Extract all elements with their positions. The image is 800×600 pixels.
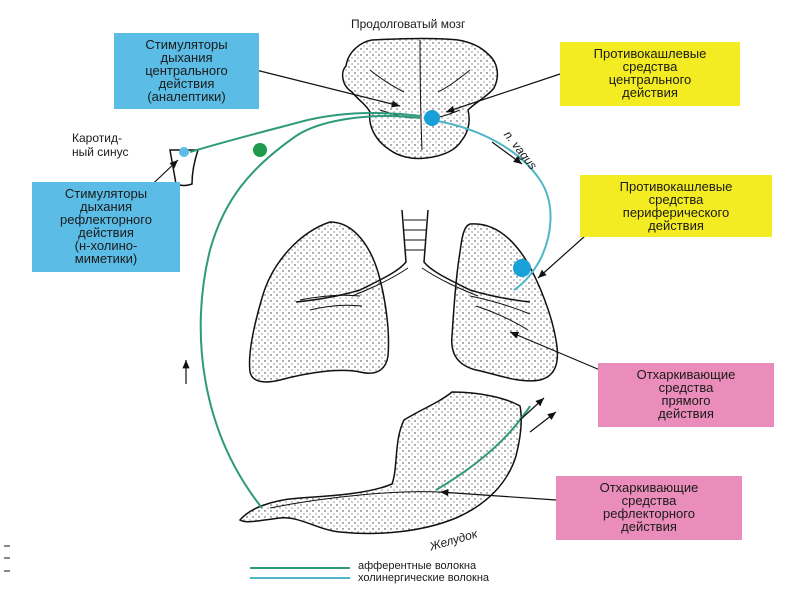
carotid-label-line2: ный синус — [72, 145, 129, 159]
stomach-fiber — [435, 405, 531, 491]
box-line: периферического — [622, 205, 730, 220]
afferent-node — [253, 143, 267, 157]
legend-afferent-label: афферентные волокна — [358, 560, 477, 572]
arrow-central-stimulants — [255, 69, 401, 108]
box-line: действия — [658, 406, 714, 421]
box-line: Противокашлевые — [593, 46, 707, 61]
central-antitussives-box: Противокашлевые средства центрального де… — [560, 42, 740, 106]
box-line: рефлекторного — [60, 212, 152, 227]
arrow-direct-expectorants — [509, 331, 601, 371]
box-line: центрального — [145, 63, 228, 78]
arrow-central-antitussives — [445, 73, 561, 113]
reflex-stimulants-box: Стимуляторы дыхания рефлекторного действ… — [32, 182, 180, 272]
box-line: действия — [622, 85, 678, 100]
box-line: действия — [621, 519, 677, 534]
box-line: миметики) — [74, 251, 138, 266]
peripheral-antitussives-box: Противокашлевые средства периферического… — [580, 175, 772, 237]
box-line: дыхания — [80, 199, 132, 214]
brain-receptor — [424, 110, 440, 126]
box-line: действия — [78, 225, 134, 240]
right-lung — [451, 223, 559, 382]
arrow-peripheral-antitussives — [537, 235, 586, 279]
carotid-sinus — [169, 147, 200, 187]
arrow-reflex-expectorants — [439, 488, 557, 501]
box-line: (н-холино- — [74, 238, 138, 253]
box-line: Отхаркивающие — [599, 480, 699, 495]
direct-expectorants-box: Отхаркивающие средства прямого действия — [598, 363, 774, 427]
box-line: Стимуляторы — [145, 37, 228, 52]
box-line: средства — [648, 192, 704, 207]
box-line: средства — [622, 59, 678, 74]
box-line: центрального — [608, 72, 692, 87]
central-stimulants-box: Стимуляторы дыхания центрального действи… — [114, 33, 259, 109]
left-lung — [248, 221, 390, 383]
medulla-oblongata — [341, 37, 499, 160]
box-line: средства — [658, 380, 714, 395]
vagus-nerve — [431, 119, 552, 291]
afferent-fiber-main — [199, 115, 421, 509]
brain-label: Продолговатый мозг — [351, 17, 466, 31]
box-line: Отхаркивающие — [636, 367, 736, 382]
carotid-label-line1: Каротид- — [72, 131, 122, 145]
box-line: (аналептики) — [147, 89, 226, 104]
box-line: действия — [158, 76, 215, 91]
box-line: прямого — [661, 393, 711, 408]
lung-receptor — [513, 259, 531, 277]
box-line: рефлекторного — [603, 506, 695, 521]
arrow-vagus-direction — [491, 141, 523, 165]
arrow-stomach-up-1 — [519, 397, 545, 421]
box-line: действия — [648, 218, 704, 233]
stomach — [238, 391, 522, 535]
reflex-expectorants-box: Отхаркивающие средства рефлекторного дей… — [556, 476, 742, 540]
box-line: Противокашлевые — [619, 179, 733, 194]
legend-cholinergic-label: холинергические волокна — [358, 572, 490, 584]
box-line: дыхания — [160, 50, 213, 65]
afferent-fiber-carotid — [189, 112, 421, 153]
arrow-stomach-up-2 — [529, 411, 557, 433]
box-line: средства — [621, 493, 677, 508]
box-line: Стимуляторы — [64, 186, 148, 201]
